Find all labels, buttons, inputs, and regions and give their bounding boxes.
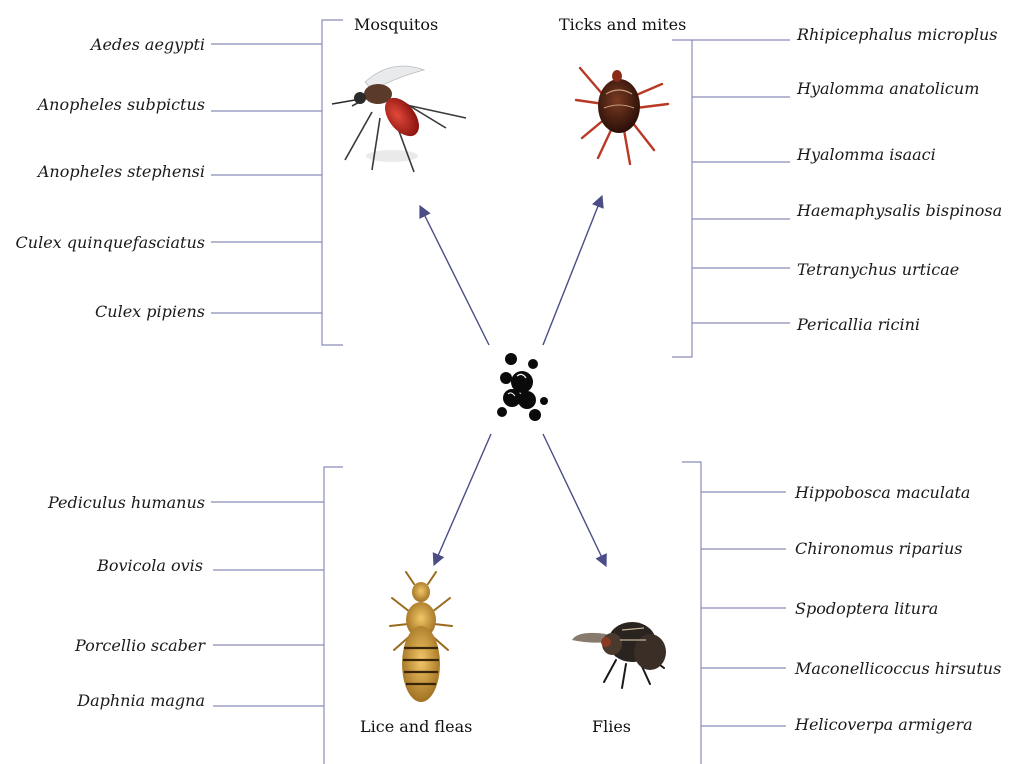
species-label: Helicoverpa armigera <box>794 715 973 734</box>
nanoparticle-cluster-icon <box>497 353 548 421</box>
species-label: Pericallia ricini <box>796 315 920 334</box>
bracket-ticks <box>672 40 692 357</box>
bracket-flies <box>682 462 701 764</box>
arrow-to-lice <box>434 434 491 565</box>
species-label: Culex pipiens <box>95 302 205 321</box>
group-title-mosquitos: Mosquitos <box>354 15 438 34</box>
species-label: Hippobosca maculata <box>794 483 970 502</box>
species-label: Culex quinquefasciatus <box>16 233 205 252</box>
fly-icon <box>572 622 666 688</box>
species-label: Anopheles subpictus <box>36 95 205 114</box>
species-label: Chironomus riparius <box>795 539 962 558</box>
arrow-to-flies <box>543 434 606 566</box>
species-label: Daphnia magna <box>76 691 205 710</box>
species-list-flies: Hippobosca maculata Chironomus riparius … <box>701 483 1001 734</box>
arrow-to-ticks <box>543 196 602 345</box>
species-label: Tetranychus urticae <box>797 260 959 279</box>
species-list-lice: Pediculus humanus Bovicola ovis Porcelli… <box>47 493 324 710</box>
species-label: Hyalomma anatolicum <box>796 79 979 98</box>
species-label: Anopheles stephensi <box>36 162 205 181</box>
species-list-mosquitos: Aedes aegypti Anopheles subpictus Anophe… <box>16 35 322 321</box>
species-list-ticks: Rhipicephalus microplus Hyalomma anatoli… <box>692 25 1002 334</box>
species-label: Rhipicephalus microplus <box>796 25 997 44</box>
species-label: Pediculus humanus <box>47 493 205 512</box>
group-ticks: Ticks and mites Rhipicephalus microplus … <box>559 15 1002 357</box>
tick-icon <box>576 68 668 164</box>
species-label: Maconellicoccus hirsutus <box>794 659 1001 678</box>
species-label: Porcellio scaber <box>74 636 206 655</box>
species-label: Hyalomma isaaci <box>796 145 936 164</box>
group-mosquitos: Mosquitos Aedes aegypti Anopheles subpic… <box>16 15 466 345</box>
group-title-ticks: Ticks and mites <box>559 15 686 34</box>
bracket-lice <box>324 467 343 764</box>
louse-icon <box>390 572 452 702</box>
group-lice: Pediculus humanus Bovicola ovis Porcelli… <box>47 467 472 764</box>
group-title-flies: Flies <box>592 717 631 736</box>
group-title-lice: Lice and fleas <box>360 717 472 736</box>
mosquito-icon <box>332 66 466 172</box>
arrow-to-mosquitos <box>420 206 489 345</box>
species-label: Spodoptera litura <box>795 599 938 618</box>
bracket-mosquitos <box>322 20 343 345</box>
species-label: Haemaphysalis bispinosa <box>796 201 1002 220</box>
species-label: Bovicola ovis <box>96 556 203 575</box>
group-flies: Hippobosca maculata Chironomus riparius … <box>572 462 1001 764</box>
species-label: Aedes aegypti <box>89 35 205 54</box>
